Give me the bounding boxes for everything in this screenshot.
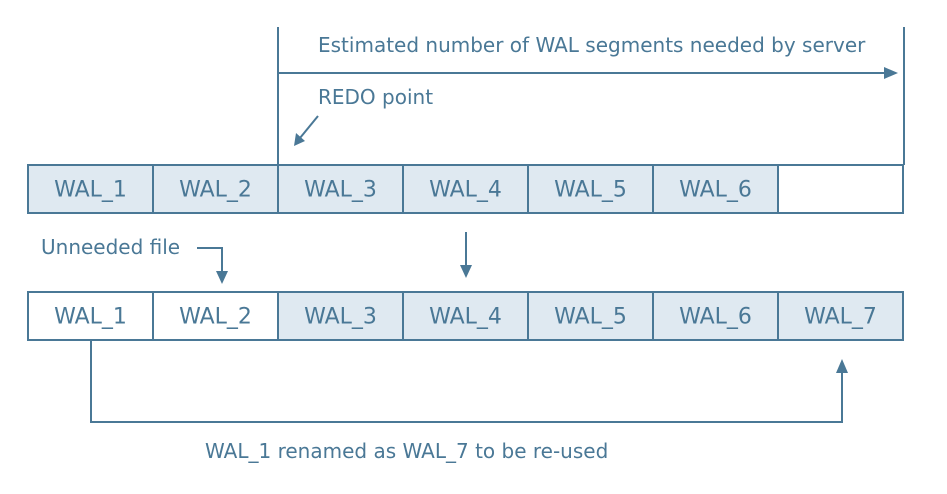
top-wal-row: WAL_1 WAL_2 WAL_3 WAL_4 WAL_5 WAL_6	[27, 164, 904, 214]
top-row-segment-label: WAL_6	[679, 178, 752, 203]
bottom-row-segment-label: WAL_1	[54, 305, 127, 330]
top-row-segment-2	[152, 164, 279, 214]
bottom-row-segment-label: WAL_2	[179, 305, 252, 330]
transition-arrow-head	[460, 265, 472, 278]
top-row-segment-7	[777, 164, 904, 214]
unneeded-file-arrow-line	[197, 247, 223, 275]
top-row-segment-6	[652, 164, 779, 214]
estimate-arrow-head	[884, 67, 898, 79]
rename-loop-arrow-head	[836, 359, 848, 373]
top-row-segment-label: WAL_4	[429, 178, 502, 203]
bottom-row-segment-2	[152, 291, 279, 341]
top-row-segment-label: WAL_5	[554, 178, 627, 203]
redo-point-label: REDO point	[318, 85, 433, 109]
bottom-row-segment-label: WAL_7	[804, 305, 877, 330]
top-row-segment-label: WAL_2	[179, 178, 252, 203]
bottom-row-segment-4	[402, 291, 529, 341]
top-row-segment-1	[27, 164, 154, 214]
bottom-row-segment-label: WAL_5	[554, 305, 627, 330]
redo-point-arrow-head	[294, 133, 305, 146]
bottom-row-segment-3	[277, 291, 404, 341]
rename-loop-arrow-line	[90, 340, 843, 423]
bottom-row-segment-7	[777, 291, 904, 341]
top-row-segment-3	[277, 164, 404, 214]
top-row-segment-5	[527, 164, 654, 214]
redo-point-arrow-line	[299, 115, 319, 139]
bottom-row-segment-label: WAL_3	[304, 305, 377, 330]
bottom-row-segment-6	[652, 291, 779, 341]
top-row-segment-label: WAL_3	[304, 178, 377, 203]
bottom-row-segment-label: WAL_6	[679, 305, 752, 330]
rename-label: WAL_1 renamed as WAL_7 to be re-used	[205, 439, 608, 463]
estimate-label: Estimated number of WAL segments needed …	[318, 33, 866, 57]
unneeded-file-label: Unneeded file	[41, 235, 180, 259]
bottom-wal-row: WAL_1 WAL_2 WAL_3 WAL_4 WAL_5 WAL_6 WAL_7	[27, 291, 904, 341]
unneeded-file-arrow-head	[216, 271, 228, 284]
bottom-row-segment-label: WAL_4	[429, 305, 502, 330]
top-row-segment-label: WAL_1	[54, 178, 127, 203]
